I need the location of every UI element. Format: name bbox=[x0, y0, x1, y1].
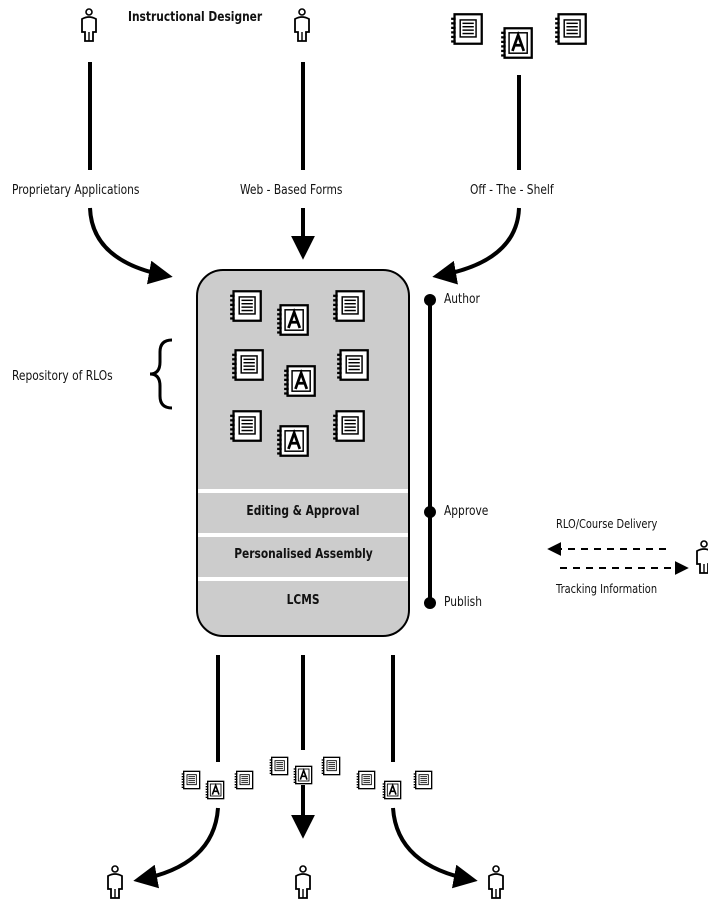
document-icon bbox=[554, 13, 587, 45]
document-icon bbox=[450, 13, 483, 45]
person-icon bbox=[81, 8, 97, 42]
document-icon bbox=[231, 349, 264, 381]
workflow-dot-publish bbox=[424, 597, 436, 609]
person-icon bbox=[294, 8, 310, 42]
text-a-icon bbox=[500, 26, 534, 60]
source-label-web-forms: Web - Based Forms bbox=[240, 183, 343, 198]
layer-personalised-assembly: Personalised Assembly bbox=[233, 547, 373, 562]
source-label-proprietary: Proprietary Applications bbox=[12, 183, 140, 198]
document-icon bbox=[413, 770, 433, 790]
document-icon bbox=[332, 290, 365, 322]
person-icon bbox=[295, 865, 311, 899]
document-icon bbox=[356, 770, 376, 790]
text-a-icon bbox=[382, 780, 402, 800]
text-a-icon bbox=[293, 765, 313, 785]
stage-approve: Approve bbox=[444, 504, 489, 519]
layer-lcms: LCMS bbox=[286, 593, 320, 608]
delivery-outgoing-label: RLO/Course Delivery bbox=[556, 517, 658, 531]
stage-publish: Publish bbox=[444, 595, 483, 610]
stage-author: Author bbox=[444, 292, 480, 307]
document-icon bbox=[229, 410, 262, 442]
workflow-dot-author bbox=[424, 294, 436, 306]
text-a-icon bbox=[283, 364, 317, 398]
workflow-dot-approve bbox=[424, 506, 436, 518]
document-icon bbox=[181, 770, 201, 790]
curly-brace-icon bbox=[149, 338, 173, 410]
layer-editing-approval: Editing & Approval bbox=[246, 504, 360, 519]
text-a-icon bbox=[276, 303, 310, 337]
instructional-designer-label: Instructional Designer bbox=[128, 10, 263, 25]
document-icon bbox=[234, 770, 254, 790]
repository-label: Repository of RLOs bbox=[12, 369, 113, 384]
text-a-icon bbox=[276, 424, 310, 458]
document-icon bbox=[321, 756, 341, 776]
person-icon bbox=[696, 540, 708, 574]
document-icon bbox=[229, 290, 262, 322]
source-label-off-the-shelf: Off - The - Shelf bbox=[470, 183, 554, 198]
delivery-incoming-label: Tracking Information bbox=[556, 582, 658, 596]
person-icon bbox=[107, 865, 123, 899]
document-icon bbox=[336, 349, 369, 381]
document-icon bbox=[269, 756, 289, 776]
document-icon bbox=[332, 410, 365, 442]
person-icon bbox=[488, 865, 504, 899]
text-a-icon bbox=[205, 780, 225, 800]
